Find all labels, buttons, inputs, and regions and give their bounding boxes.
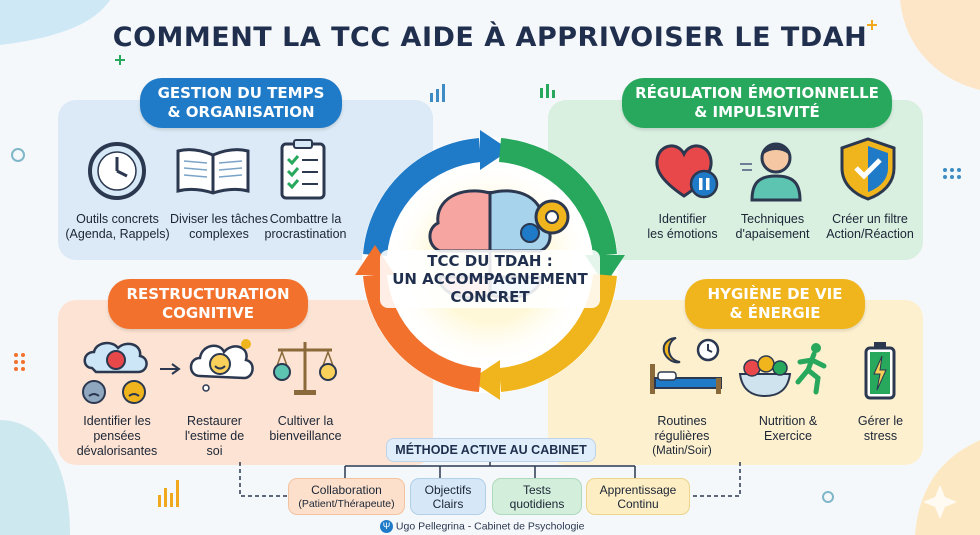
pill-cognitive: RESTRUCTURATION COGNITIVE — [108, 279, 308, 329]
time-item-1-line-1: Outils concrets — [76, 212, 159, 226]
heart-pause-icon — [655, 144, 719, 199]
green-arc — [498, 138, 617, 257]
cognitive-item-3-label: Cultiver la bienveillance — [258, 414, 353, 444]
time-item-1-line-2: (Agenda, Rappels) — [65, 227, 170, 241]
pill-emotion-line-2: & IMPULSIVITÉ — [694, 103, 820, 121]
center-title: TCC DU TDAH : UN ACCOMPAGNEMENT CONCRET — [380, 250, 600, 308]
cognitive-item-1-line-3: dévalorisantes — [76, 444, 158, 458]
cognitive-item-2-line-3: soi — [206, 444, 223, 458]
emotion-item-3-label: Créer un filtre Action/Réaction — [815, 212, 925, 242]
shield-check-icon — [840, 137, 896, 201]
center-line-2: UN ACCOMPAGNEMENT — [392, 270, 588, 288]
pill-life: HYGIÈNE DE VIE & ÉNERGIE — [685, 279, 865, 329]
life-item-2-line-2: Exercice — [764, 429, 812, 443]
battery-icon — [864, 342, 896, 400]
pill-time-line-1: GESTION DU TEMPS — [157, 84, 325, 102]
calm-person-icon — [740, 142, 802, 202]
cognitive-item-2-line-1: Restaurer — [187, 414, 242, 428]
emotion-item-3-line-2: Action/Réaction — [826, 227, 914, 241]
emotion-item-1-line-2: les émotions — [647, 227, 718, 241]
pill-emotion-line-1: RÉGULATION ÉMOTIONNELLE — [635, 84, 879, 102]
method-chip-4-line-2: Continu — [617, 496, 659, 511]
cognitive-item-1-line-1: Identifier les — [83, 414, 151, 428]
psi-logo-icon: Ψ — [380, 520, 393, 533]
yellow-arc — [498, 273, 617, 392]
time-item-3-line-2: procrastination — [264, 227, 347, 241]
method-chip-3-line-1: Tests — [522, 483, 551, 497]
center-line-1: TCC DU TDAH : — [427, 252, 553, 270]
cognitive-item-3-line-1: Cultiver la — [277, 414, 334, 428]
pill-time-line-2: & ORGANISATION — [167, 103, 315, 121]
cognitive-item-2-label: Restaurer l'estime de soi — [172, 414, 257, 459]
clock-icon — [88, 142, 146, 200]
blue-arc — [363, 138, 482, 257]
time-item-3-label: Combattre la procrastination — [258, 212, 353, 242]
checklist-icon — [280, 139, 326, 200]
life-item-1-label: Routines régulières (Matin/Soir) — [632, 414, 732, 459]
pill-emotion: RÉGULATION ÉMOTIONNELLE & IMPULSIVITÉ — [622, 78, 892, 128]
time-item-1-label: Outils concrets (Agenda, Rappels) — [60, 212, 175, 242]
life-item-3-line-2: stress — [863, 429, 898, 443]
footer-text: Ugo Pellegrina - Cabinet de Psychologie — [395, 520, 585, 533]
pill-life-line-1: HYGIÈNE DE VIE — [707, 285, 843, 303]
cognitive-item-3-line-2: bienveillance — [269, 429, 342, 443]
cognitive-item-2-line-2: l'estime de — [184, 429, 245, 443]
time-item-2-line-2: complexes — [189, 227, 249, 241]
center-line-3: CONCRET — [450, 288, 530, 306]
emotion-item-1-label: Identifier les émotions — [635, 212, 730, 242]
bed-moon-icon — [650, 337, 722, 394]
method-chip-3-line-2: quotidiens — [509, 496, 565, 511]
open-book-icon — [176, 148, 250, 195]
method-title: MÉTHODE ACTIVE AU CABINET — [386, 438, 596, 462]
method-chip-2-line-1: Objectifs — [424, 483, 472, 497]
emotion-item-3-line-1: Créer un filtre — [832, 212, 908, 226]
gear-icon — [520, 199, 570, 243]
yellow-arrowhead — [470, 360, 500, 400]
fruit-runner-icon — [738, 343, 827, 398]
life-item-1-line-2: régulières — [654, 429, 710, 443]
life-item-1-line-1: Routines — [657, 414, 707, 428]
orange-arc — [363, 273, 482, 392]
cognitive-item-1-line-2: pensées — [93, 429, 141, 443]
life-item-3-line-1: Gérer le — [857, 414, 904, 428]
pill-cognitive-line-1: RESTRUCTURATION — [126, 285, 290, 303]
emotion-item-2-label: Techniques d'apaisement — [725, 212, 820, 242]
time-item-2-label: Diviser les tâches complexes — [160, 212, 278, 242]
negative-thoughts-icon — [82, 341, 148, 404]
emotion-item-2-line-2: d'apaisement — [735, 227, 810, 241]
method-chip-1-line-2: (Patient/Thérapeute) — [298, 497, 395, 510]
cognitive-item-1-label: Identifier les pensées dévalorisantes — [62, 414, 172, 459]
pill-cognitive-line-2: COGNITIVE — [162, 304, 254, 322]
blue-arrowhead — [480, 130, 510, 170]
life-item-3-label: Gérer le stress — [838, 414, 923, 444]
method-chip-4: Apprentissage Continu — [586, 478, 690, 515]
time-item-3-line-1: Combattre la — [269, 212, 342, 226]
footer: Ψ Ugo Pellegrina - Cabinet de Psychologi… — [380, 520, 584, 533]
happy-thought-icon — [189, 339, 254, 392]
balance-scale-icon — [273, 342, 337, 395]
pill-time: GESTION DU TEMPS & ORGANISATION — [140, 78, 342, 128]
life-item-2-line-1: Nutrition & — [758, 414, 818, 428]
method-chip-2-line-2: Clairs — [432, 496, 464, 511]
arrow-right-icon — [160, 363, 181, 375]
emotion-item-1-line-1: Identifier — [658, 212, 707, 226]
method-chip-3: Tests quotidiens — [492, 478, 582, 515]
emotion-item-2-line-1: Techniques — [740, 212, 805, 226]
life-item-2-label: Nutrition & Exercice — [738, 414, 838, 444]
method-chip-4-line-1: Apprentissage — [599, 483, 677, 497]
life-item-1-line-3: (Matin/Soir) — [652, 445, 712, 457]
time-item-2-line-1: Diviser les tâches — [170, 212, 268, 226]
method-chip-1-line-1: Collaboration — [311, 483, 382, 497]
method-chip-1: Collaboration (Patient/Thérapeute) — [288, 478, 405, 515]
pill-life-line-2: & ÉNERGIE — [729, 304, 821, 322]
page-title: COMMENT LA TCC AIDE À APPRIVOISER LE TDA… — [112, 22, 868, 53]
method-chip-2: Objectifs Clairs — [410, 478, 486, 515]
